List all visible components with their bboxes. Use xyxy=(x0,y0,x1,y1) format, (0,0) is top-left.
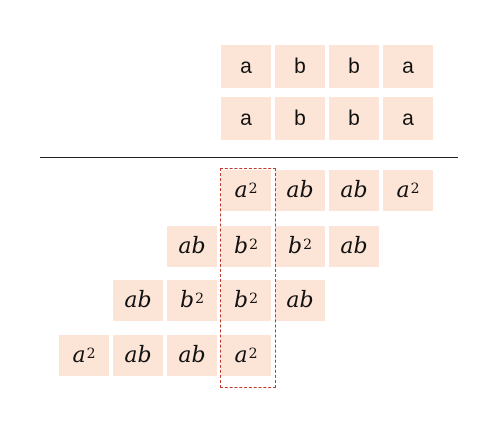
term-base: b xyxy=(179,288,195,313)
term-exponent: 2 xyxy=(249,236,258,253)
operand-cell: b xyxy=(275,45,325,88)
term-base: a xyxy=(234,178,248,203)
term-base: ab xyxy=(340,234,368,259)
term-base: ab xyxy=(178,343,206,368)
highlight-column-box xyxy=(220,168,276,388)
operand-cell: a xyxy=(221,45,271,88)
term-base: ab xyxy=(124,343,152,368)
operand-cell: b xyxy=(329,45,379,88)
term-exponent: 2 xyxy=(410,180,420,197)
term-exponent: 2 xyxy=(248,180,258,197)
term-base: a xyxy=(72,343,86,368)
partial-product-cell: ab xyxy=(167,335,217,376)
term-base: ab xyxy=(178,234,206,259)
operand-cell: b xyxy=(275,97,325,140)
partial-product-cell: ab xyxy=(329,170,379,211)
term-base: ab xyxy=(286,178,314,203)
term-exponent: 2 xyxy=(248,345,258,362)
term-base: ab xyxy=(124,288,152,313)
term-base: b xyxy=(233,234,249,259)
operand-cell: a xyxy=(221,97,271,140)
partial-product-cell: ab xyxy=(275,280,325,321)
term-exponent: 2 xyxy=(303,236,312,253)
term-exponent: 2 xyxy=(249,290,258,307)
sum-line xyxy=(40,157,458,158)
operand-cell: a xyxy=(383,45,433,88)
partial-product-cell: ab xyxy=(275,170,325,211)
partial-product-cell: ab xyxy=(167,226,217,267)
term-base: ab xyxy=(286,288,314,313)
term-base: b xyxy=(287,234,303,259)
operand-cell: b xyxy=(329,97,379,140)
partial-product-cell: ab xyxy=(329,226,379,267)
term-exponent: 2 xyxy=(195,290,204,307)
term-base: b xyxy=(233,288,249,313)
term-base: a xyxy=(396,178,410,203)
partial-product-cell: ab xyxy=(113,280,163,321)
term-base: a xyxy=(234,343,248,368)
partial-product-cell: ab xyxy=(113,335,163,376)
term-exponent: 2 xyxy=(86,345,96,362)
operand-cell: a xyxy=(383,97,433,140)
term-base: ab xyxy=(340,178,368,203)
